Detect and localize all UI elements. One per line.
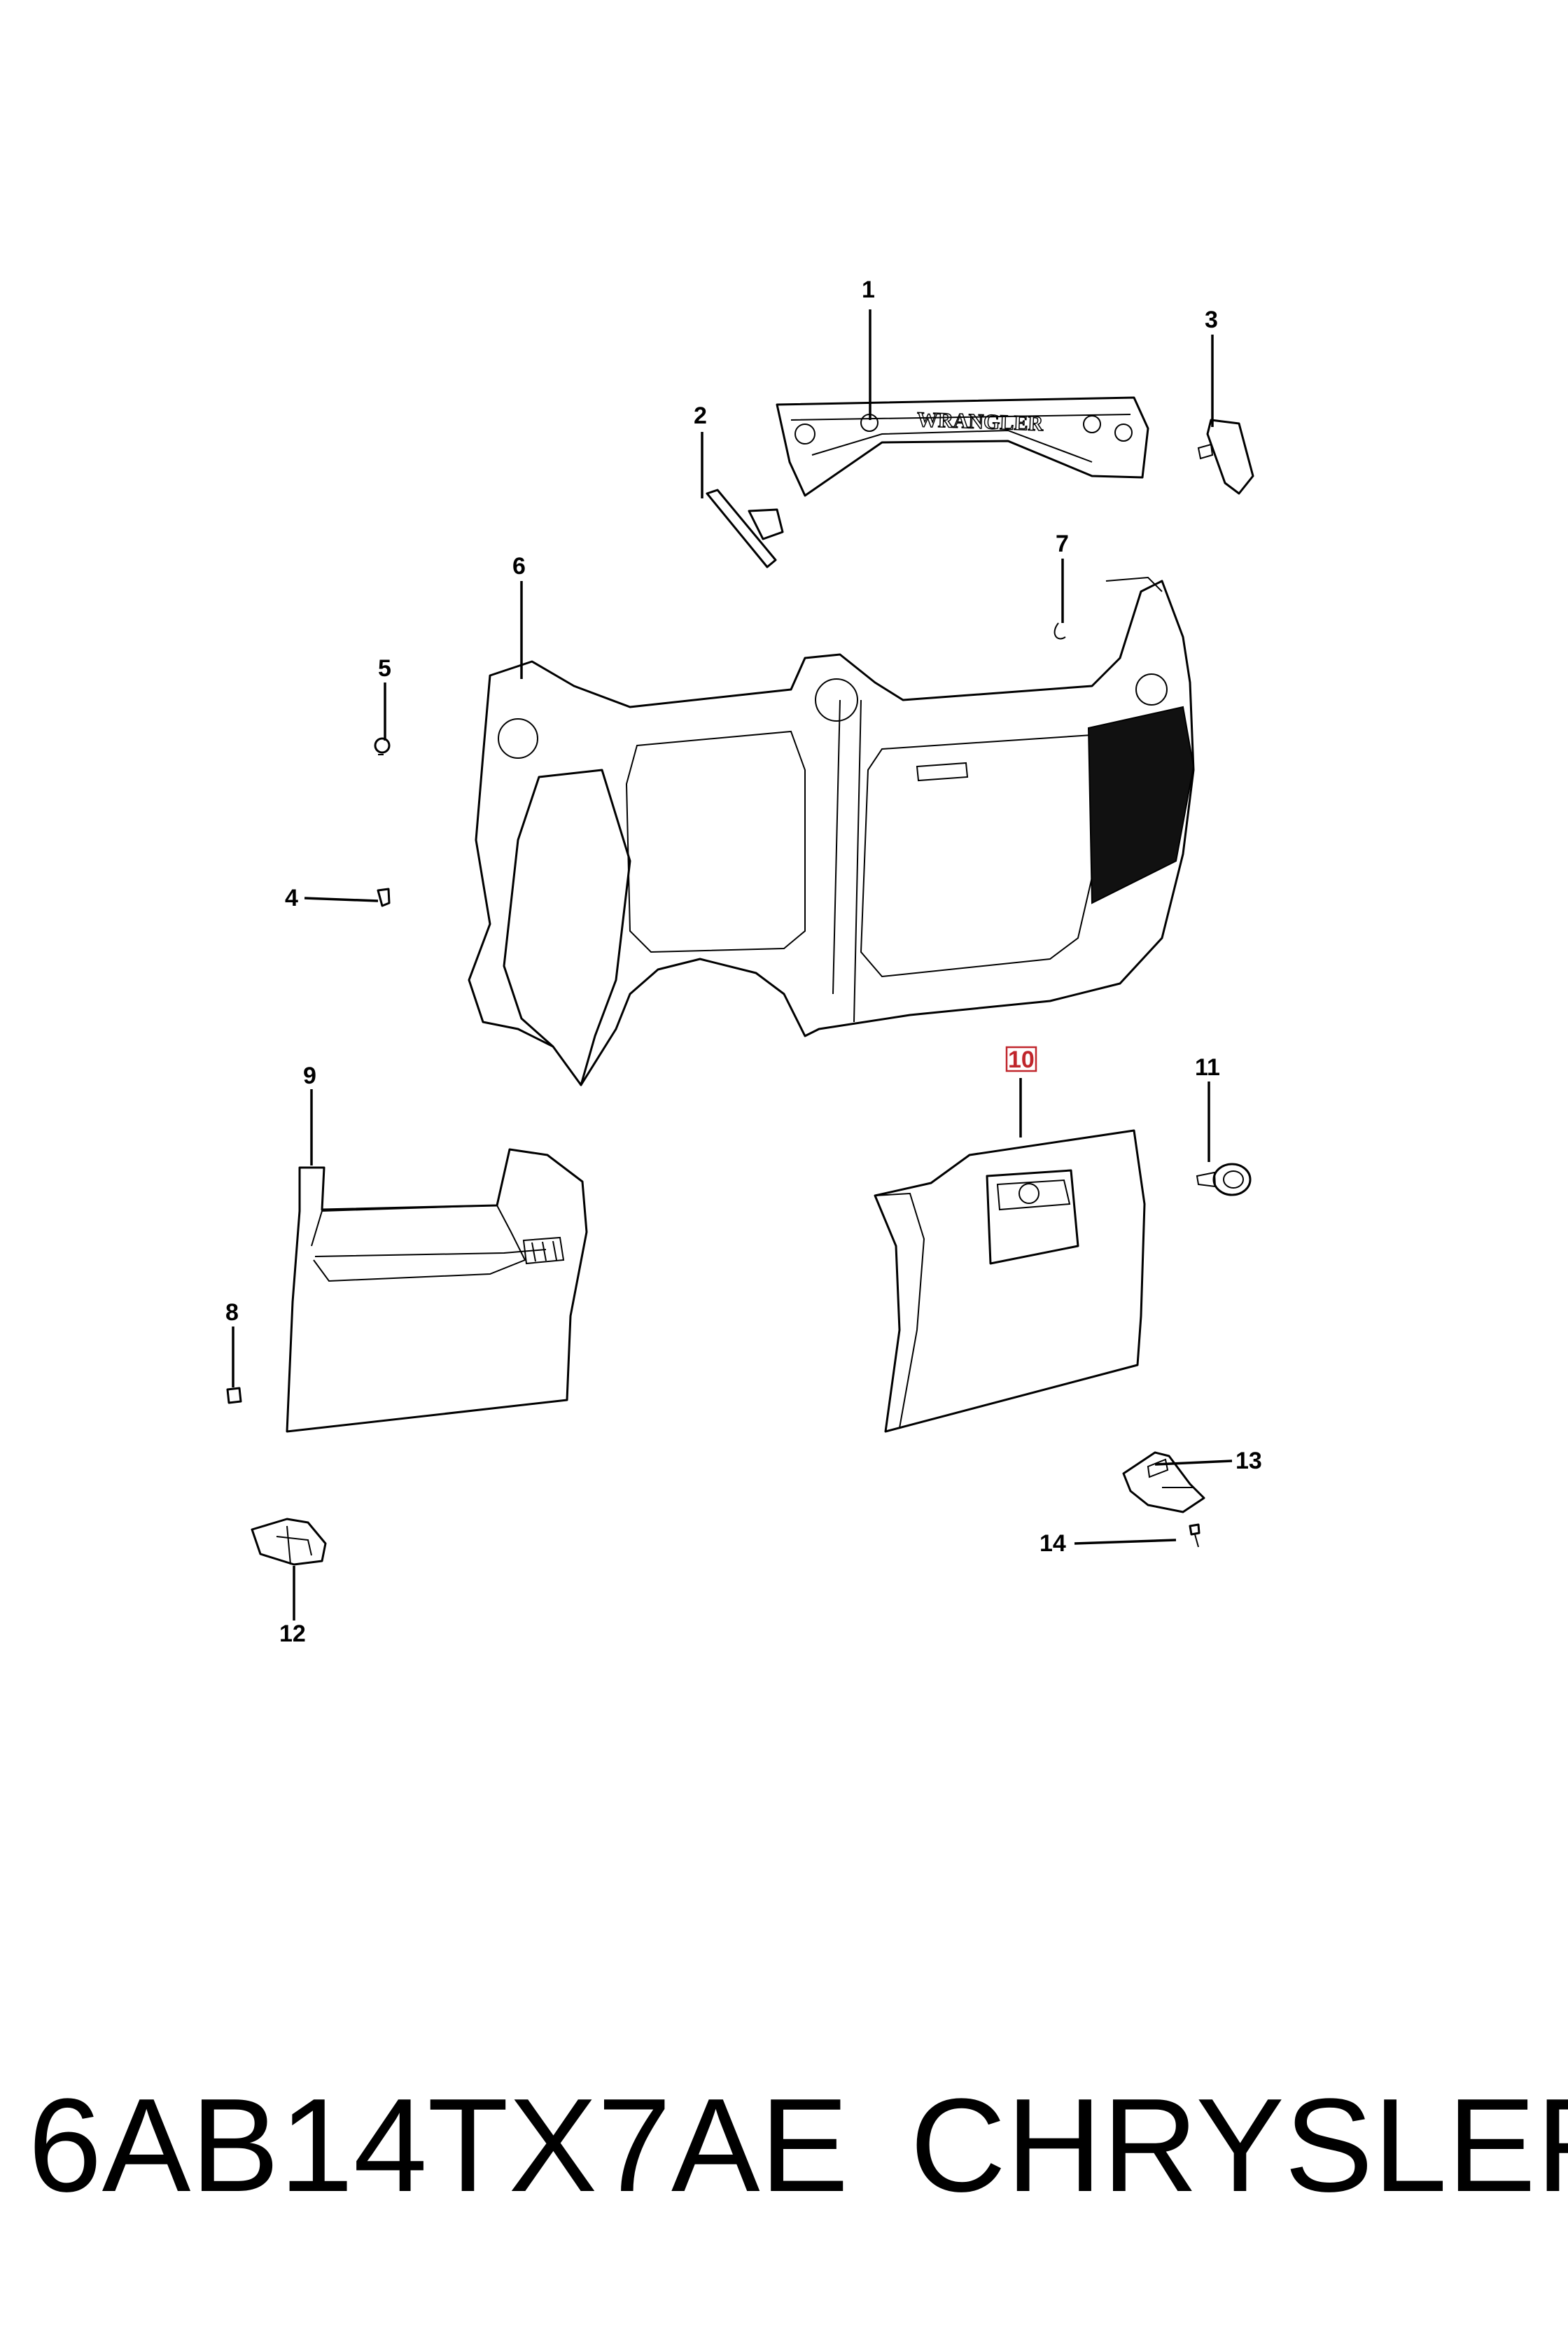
callout-10: 10 [1008,1046,1035,1073]
callout-3: 3 [1205,307,1218,333]
part-11-bumper [1196,1163,1252,1196]
part-6-instrument-panel-frame [468,576,1195,1086]
callout-2: 2 [694,402,707,429]
part-7-clip [1054,622,1066,640]
brand-name: CHRYSLER [910,2071,1568,2220]
part-3-end-cap [1197,419,1254,495]
part-5-push-pin [374,737,391,755]
leader-lines [232,309,1233,1620]
callout-9: 9 [303,1063,316,1089]
callout-11: 11 [1195,1054,1220,1081]
part-number: 6AB14TX7AE [28,2071,849,2220]
part-9-knee-panel [286,1148,588,1433]
callout-8: 8 [225,1299,239,1326]
part-10-glove-box-door [874,1129,1146,1433]
part-2-strip [706,489,784,568]
callout-12: 12 [279,1620,306,1647]
part-4-clip [377,888,391,907]
callout-5: 5 [378,655,391,682]
callout-13: 13 [1236,1448,1262,1474]
part-12-latch-bracket [251,1518,327,1566]
callout-7: 7 [1056,531,1069,557]
callout-6: 6 [512,553,526,580]
part-8-clip [226,1387,242,1404]
part-13-latch [1122,1451,1205,1513]
callout-labels: 1 2 3 4 5 6 7 8 9 10 11 12 13 14 [225,276,1262,1647]
wrangler-emboss: WRANGLER [917,408,1044,435]
callout-1: 1 [862,276,875,303]
part-footer: 6AB14TX7AE CHRYSLER [0,2068,1568,2222]
callout-14: 14 [1040,1530,1066,1557]
part-1-top-bezel: WRANGLER [776,396,1149,497]
callout-4: 4 [285,885,298,911]
part-14-screw [1189,1523,1200,1548]
callout-10-highlight-box [1005,1046,1037,1072]
